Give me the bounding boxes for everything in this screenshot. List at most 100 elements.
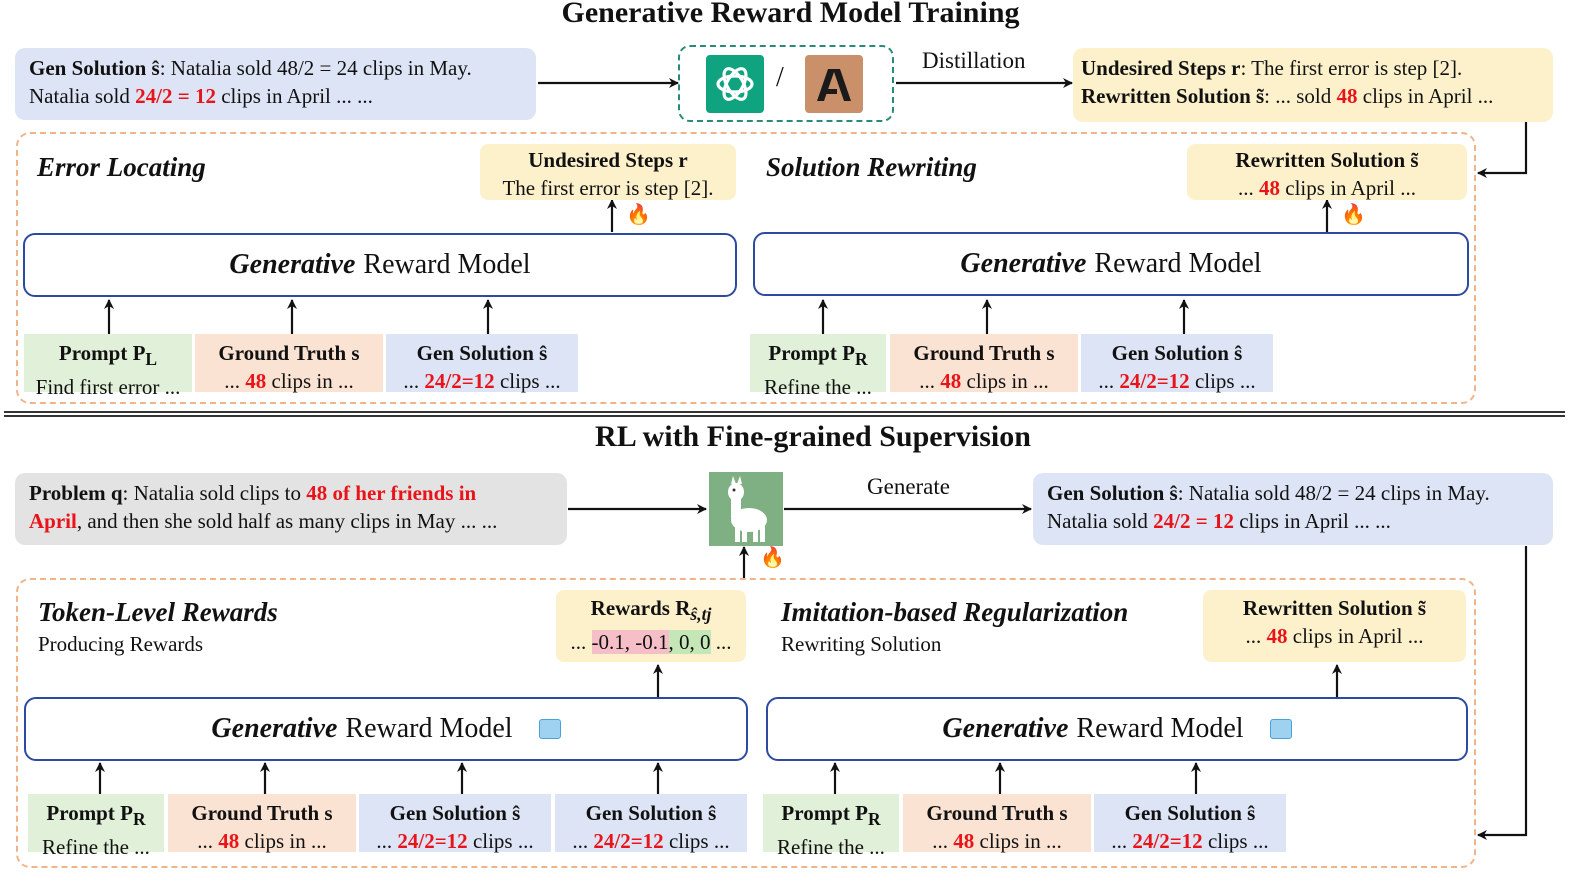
rewritten-red: 48: [1266, 624, 1288, 648]
ground-truth-red: 48: [218, 829, 240, 853]
bottom-rl-section: [16, 578, 1476, 868]
gen-solution-line2-post: clips in April ... ...: [215, 84, 373, 108]
solution-rewriting-heading: Solution Rewriting: [766, 152, 977, 182]
gen-solution-input: Gen Solution ŝ ... 24/2=12 clips ...: [386, 334, 578, 393]
gen-solution-input-post: clips ...: [1202, 829, 1269, 853]
arrow-distilled-to-section: [1477, 122, 1528, 178]
ground-truth-post: clips in ...: [239, 829, 327, 853]
gen-solution-input-post: clips ...: [1189, 369, 1256, 393]
fire-icon: 🔥: [760, 547, 785, 569]
token-rewards-output: Rewards Rŝ,tj ... -0.1, -0.1, 0, 0 ...: [556, 590, 746, 662]
fire-icon: 🔥: [626, 204, 651, 226]
reward-model-rest: Reward Model: [1094, 248, 1262, 279]
ground-truth-head: Ground Truth s: [191, 801, 333, 825]
ground-truth-head: Ground Truth s: [926, 801, 1068, 825]
gen-solution-input: Gen Solution ŝ ... 24/2=12 clips ...: [359, 794, 551, 853]
gen-solution-input-post: clips ...: [467, 829, 534, 853]
rewritten-solution-head: Rewritten Solution s̃: [1235, 148, 1419, 172]
prompt-sub: R: [132, 809, 146, 830]
ground-truth-input: Ground Truth s ... 48 clips in ...: [903, 794, 1091, 853]
top-training-section: [16, 132, 1476, 404]
prompt-text: Refine the ...: [777, 835, 885, 860]
gen-solution-input-red: 24/2=12: [424, 369, 495, 393]
prompt-text: Refine the ...: [42, 835, 150, 860]
problem-line2-post: , and then she sold half as many clips i…: [76, 509, 498, 533]
rewards-sub: ŝ,tj: [690, 604, 712, 625]
ground-truth-pre: ...: [919, 369, 941, 393]
prompt-head: Prompt P: [768, 341, 855, 365]
distilled-rewritten-red: 48: [1336, 84, 1358, 108]
ground-truth-input: Ground Truth s ... 48 clips in ...: [195, 334, 383, 393]
prompt-input: Prompt PR Refine the ...: [763, 794, 899, 859]
prompt-head: Prompt P: [781, 801, 868, 825]
gen-solution-line2-post: clips in April ... ...: [1233, 509, 1391, 533]
llama-icon: [709, 472, 783, 546]
gen-solution-line1: : Natalia sold 48/2 = 24 clips in May.: [159, 56, 472, 80]
section-divider: [4, 411, 1565, 413]
rewritten-solution-head: Rewritten Solution s̃: [1242, 596, 1427, 620]
ground-truth-post: clips in ...: [961, 369, 1049, 393]
gen-solution-input-head: Gen Solution ŝ: [1111, 341, 1243, 365]
rewards-pre: ...: [570, 630, 592, 655]
gen-solution-input: Gen Solution ŝ ... 24/2=12 clips ...: [555, 794, 747, 853]
problem-line1-pre: : Natalia sold clips to: [122, 481, 307, 505]
ground-truth-head: Ground Truth s: [218, 341, 360, 365]
anthropic-logo-icon: [805, 55, 863, 113]
gen-solution-line2-pre: Natalia sold: [1047, 509, 1154, 533]
ground-truth-red: 48: [953, 829, 975, 853]
ice-cube-icon: [538, 719, 561, 739]
ground-truth-input: Ground Truth s ... 48 clips in ...: [168, 794, 356, 853]
gen-solution-head: Gen Solution ŝ: [29, 56, 160, 80]
distilled-undesired-head: Undesired Steps r: [1081, 56, 1241, 80]
distilled-output-box: Undesired Steps r: The first error is st…: [1073, 48, 1553, 122]
teacher-llm-frame: [678, 45, 894, 122]
gen-solution-input-pre: ...: [1098, 369, 1120, 393]
rewards-zero: , 0, 0: [668, 630, 711, 655]
gen-solution-input-red: 24/2=12: [593, 829, 664, 853]
gen-solution-line2-red: 24/2 = 12: [1153, 509, 1234, 533]
bottom-title: RL with Fine-grained Supervision: [595, 420, 1031, 453]
distillation-label: Distillation: [922, 48, 1026, 73]
rewritten-pre: ...: [1238, 176, 1260, 200]
solution-rewriting-output: Rewritten Solution s̃ ... 48 clips in Ap…: [1187, 144, 1467, 200]
section-divider: [4, 415, 1565, 417]
gen-solution-input-red: 24/2=12: [397, 829, 468, 853]
gen-solution-input-post: clips ...: [494, 369, 561, 393]
gen-solution-input: Gen Solution ŝ ... 24/2=12 clips ...: [1081, 334, 1273, 393]
gen-solution-input-red: 24/2=12: [1119, 369, 1190, 393]
top-gen-solution-box: Gen Solution ŝ: Natalia sold 48/2 = 24 c…: [15, 48, 536, 120]
fire-icon: 🔥: [1341, 204, 1366, 226]
problem-box: Problem q: Natalia sold clips to 48 of h…: [15, 473, 567, 545]
problem-line2-red: April: [29, 509, 77, 533]
prompt-head: Prompt P: [58, 341, 146, 365]
rewritten-red: 48: [1259, 176, 1281, 200]
prompt-head: Prompt P: [46, 801, 133, 825]
openai-logo-icon: [706, 55, 764, 113]
gen-solution-line2-pre: Natalia sold: [29, 84, 136, 108]
imitation-heading: Imitation-based Regularization: [781, 597, 1129, 627]
prompt-input: Prompt PR Refine the ...: [28, 794, 164, 859]
ground-truth-head: Ground Truth s: [913, 341, 1055, 365]
gen-solution-line1: : Natalia sold 48/2 = 24 clips in May.: [1177, 481, 1490, 505]
distilled-rewritten-head: Rewritten Solution s̃: [1081, 84, 1265, 108]
rewards-head: Rewards R: [590, 596, 691, 620]
reward-model-rest: Reward Model: [345, 713, 513, 744]
distilled-undesired-text: : The first error is step [2].: [1240, 56, 1463, 80]
prompt-sub: R: [854, 349, 868, 370]
prompt-text: Refine the ...: [764, 375, 872, 400]
token-rewards-heading: Token-Level Rewards: [38, 597, 278, 627]
ground-truth-pre: ...: [224, 369, 246, 393]
gen-solution-input-pre: ...: [1111, 829, 1133, 853]
ground-truth-red: 48: [245, 369, 267, 393]
gen-solution-input-head: Gen Solution ŝ: [389, 801, 521, 825]
ground-truth-post: clips in ...: [974, 829, 1062, 853]
problem-head: Problem q: [29, 481, 123, 505]
distilled-rewritten-post: clips in April ...: [1357, 84, 1494, 108]
gen-solution-input: Gen Solution ŝ ... 24/2=12 clips ...: [1094, 794, 1286, 853]
ground-truth-pre: ...: [932, 829, 954, 853]
bottom-gen-solution-box: Gen Solution ŝ: Natalia sold 48/2 = 24 c…: [1033, 473, 1553, 545]
gen-solution-input-pre: ...: [572, 829, 594, 853]
